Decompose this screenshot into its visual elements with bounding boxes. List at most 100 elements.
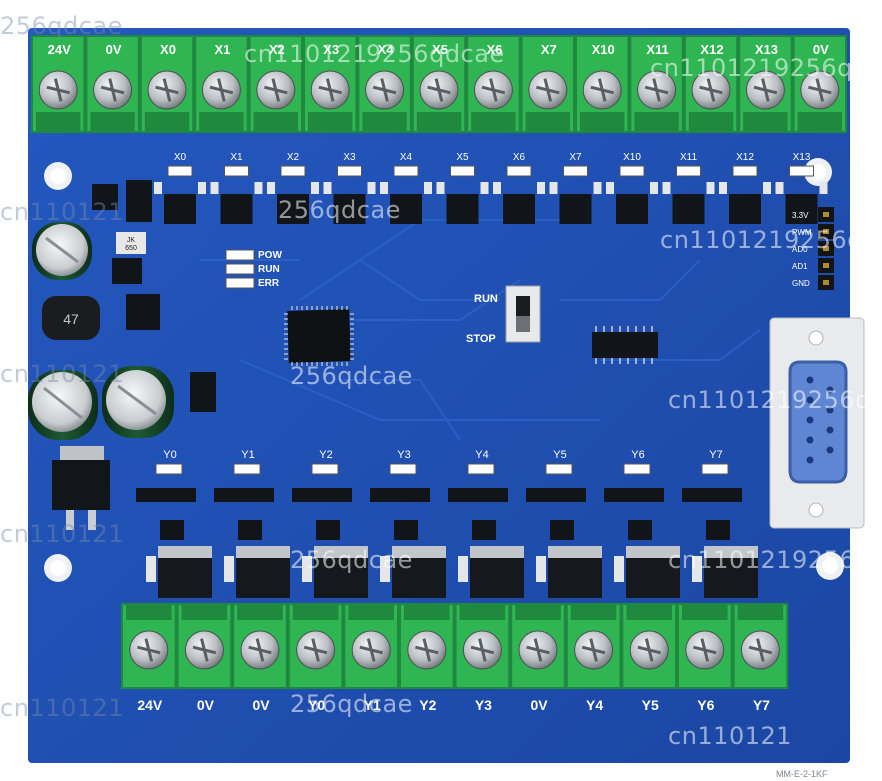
run-stop-switch: RUN STOP bbox=[466, 285, 541, 345]
resistor bbox=[311, 182, 319, 194]
mosfet bbox=[704, 558, 758, 598]
top-terminal-label: X13 bbox=[755, 42, 778, 57]
input-led-label: X12 bbox=[736, 152, 754, 163]
output-led bbox=[623, 463, 651, 475]
input-led bbox=[563, 165, 588, 177]
output-led bbox=[467, 463, 495, 475]
input-led bbox=[393, 165, 419, 177]
optocoupler-chip bbox=[390, 194, 422, 224]
mosfet-tab bbox=[470, 546, 524, 558]
output-label: Y5 bbox=[553, 449, 566, 461]
input-led-label: X6 bbox=[513, 152, 526, 163]
output-led bbox=[545, 463, 573, 475]
input-led-label: X1 bbox=[230, 152, 243, 163]
status-led bbox=[225, 263, 255, 275]
input-led-label: X11 bbox=[680, 152, 697, 163]
top-terminal-label: 24V bbox=[48, 42, 71, 57]
top-terminal-label: X1 bbox=[214, 42, 230, 57]
resistor bbox=[819, 182, 828, 194]
top-terminal-label: X10 bbox=[592, 42, 615, 57]
db9-pin bbox=[806, 376, 814, 384]
input-led-label: X4 bbox=[400, 152, 413, 163]
rs232-chip bbox=[592, 326, 658, 364]
chip-small-2 bbox=[126, 180, 152, 222]
resistor bbox=[719, 182, 727, 194]
output-label: Y4 bbox=[475, 449, 488, 461]
header-pin-label: 3.3V bbox=[792, 211, 809, 220]
bottom-terminal-label: Y3 bbox=[475, 697, 492, 713]
optocoupler-chip bbox=[559, 194, 592, 224]
mosfet-tab bbox=[392, 546, 446, 558]
output-driver-chip bbox=[214, 488, 274, 502]
output-driver-chip bbox=[136, 488, 196, 502]
output-driver-chip bbox=[292, 488, 352, 502]
db9-pin bbox=[826, 446, 834, 454]
db9-pin bbox=[806, 456, 814, 464]
input-led bbox=[280, 165, 306, 177]
mosfet bbox=[392, 558, 446, 598]
svg-text:JK: JK bbox=[127, 237, 136, 244]
input-led bbox=[224, 165, 249, 177]
inductor-label: 47 bbox=[63, 311, 79, 327]
output-label: Y6 bbox=[631, 449, 644, 461]
header-pin-label: PWM bbox=[792, 228, 812, 237]
mosfet-tab bbox=[314, 546, 368, 558]
top-terminal-label: X7 bbox=[541, 42, 557, 57]
bottom-terminal-label: 24V bbox=[137, 697, 163, 713]
input-led-label: X3 bbox=[343, 152, 356, 163]
db9-pin bbox=[826, 406, 834, 414]
input-led-label: X0 bbox=[174, 152, 187, 163]
resistor bbox=[549, 182, 558, 194]
bottom-terminal-label: Y4 bbox=[586, 697, 603, 713]
mosfet-tab bbox=[704, 546, 758, 558]
resistor bbox=[380, 182, 388, 194]
status-led-label: RUN bbox=[258, 264, 280, 275]
resistor bbox=[763, 182, 771, 194]
status-led-label: POW bbox=[258, 250, 282, 261]
transistor-small bbox=[394, 520, 418, 540]
db9-pin bbox=[826, 386, 834, 394]
input-led-label: X10 bbox=[623, 152, 641, 163]
input-led bbox=[676, 165, 701, 177]
mosfet bbox=[236, 558, 290, 598]
electrolytic-capacitors bbox=[28, 222, 174, 440]
mounting-holes bbox=[44, 158, 844, 582]
input-led-label: X2 bbox=[287, 152, 300, 163]
mosfet bbox=[548, 558, 602, 598]
status-led bbox=[225, 249, 255, 261]
top-terminal-label: X5 bbox=[432, 42, 448, 57]
output-label: Y7 bbox=[709, 449, 722, 461]
ic-8pin bbox=[126, 294, 160, 330]
resistor bbox=[537, 182, 545, 194]
input-led bbox=[732, 165, 758, 177]
resistor bbox=[146, 556, 156, 582]
optocoupler-chip bbox=[277, 194, 309, 224]
bottom-terminal-label: 0V bbox=[530, 697, 548, 713]
resistor bbox=[367, 182, 376, 194]
optocoupler-chip bbox=[672, 194, 705, 224]
regulator bbox=[190, 372, 216, 412]
input-led-label: X7 bbox=[569, 152, 582, 163]
transistor-small bbox=[160, 520, 184, 540]
mcu-chip bbox=[284, 306, 354, 366]
resistor bbox=[254, 182, 263, 194]
resistor bbox=[424, 182, 432, 194]
top-terminal-label: X0 bbox=[160, 42, 176, 57]
output-led bbox=[155, 463, 183, 475]
resistor bbox=[536, 556, 546, 582]
optocoupler-chip bbox=[785, 194, 818, 224]
resistor bbox=[692, 556, 702, 582]
voltage-regulator bbox=[52, 446, 110, 530]
db9-pin bbox=[806, 436, 814, 444]
status-led bbox=[225, 277, 255, 289]
output-driver-chip bbox=[370, 488, 430, 502]
resistor bbox=[614, 556, 624, 582]
optocoupler-chip bbox=[503, 194, 535, 224]
output-label: Y2 bbox=[319, 449, 332, 461]
db9-pin bbox=[806, 416, 814, 424]
